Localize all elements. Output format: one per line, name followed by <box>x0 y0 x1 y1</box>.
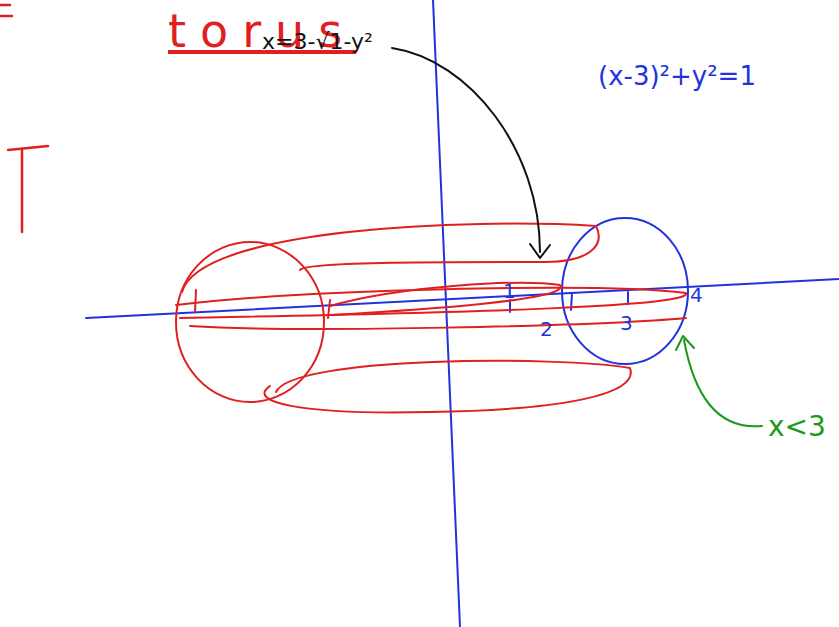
arrow-head <box>676 336 694 350</box>
equation: x=3-√1-y² <box>262 30 373 54</box>
torus-hole <box>330 283 561 315</box>
axis-number: 1 <box>503 280 516 302</box>
torus-outline <box>182 224 599 292</box>
pointer-arrow <box>684 340 762 426</box>
torus-outline <box>176 288 686 318</box>
equation: (x-3)²+y²=1 <box>598 62 756 91</box>
torus-outline <box>190 318 686 329</box>
arrow-head <box>530 244 550 258</box>
x-axis <box>86 279 839 318</box>
red-mark <box>0 5 12 16</box>
red-mark <box>8 146 48 232</box>
y-axis <box>433 0 460 627</box>
tick-mark <box>195 290 330 318</box>
torus-outline <box>264 361 630 413</box>
pointer-arrow <box>392 48 540 252</box>
axis-number: 4 <box>690 284 703 306</box>
axis-number: 2 <box>540 318 553 340</box>
inequality: x<3 <box>768 412 826 443</box>
axis-number: 3 <box>620 312 633 334</box>
